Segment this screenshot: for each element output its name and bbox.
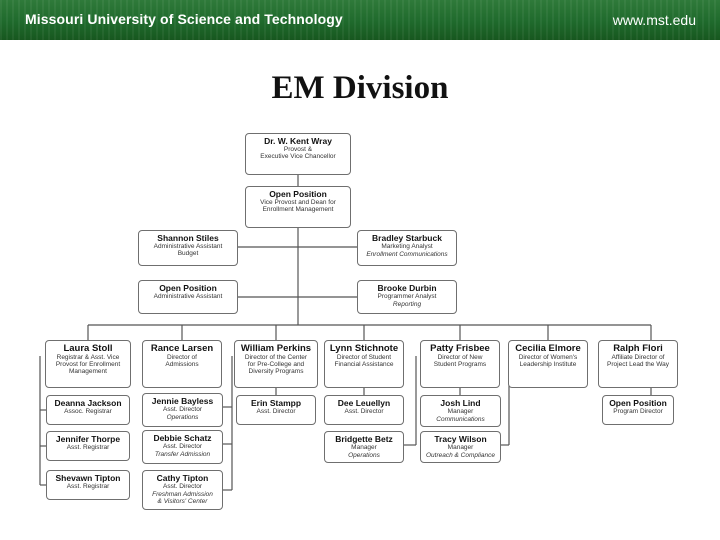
bayless-title: Asst. Director — [162, 405, 202, 413]
larsen-name: Rance Larsen — [150, 343, 214, 354]
org-box-vice-provost: Open Position Vice Provost and Dean for … — [245, 186, 351, 228]
stoll-title: Registrar & Asst. Vice Provost for Enrol… — [55, 353, 121, 375]
org-box-cecilia-elmore: Cecilia Elmore Director of Women's Leade… — [508, 340, 588, 388]
elmore-title: Director of Women's Leadership Institute — [518, 353, 578, 368]
slide-title: EM Division — [271, 70, 449, 106]
wilson-title: Manager — [447, 443, 474, 451]
org-box-erin-stampp: Erin Stampp Asst. Director — [236, 395, 316, 425]
vp-name: Open Position — [269, 189, 327, 199]
schatz-unit: Transfer Admission — [154, 450, 211, 458]
org-box-laura-stoll: Laura Stoll Registrar & Asst. Vice Provo… — [45, 340, 131, 388]
durbin-unit: Reporting — [392, 300, 422, 308]
perkins-title: Director of the Center for Pre-College a… — [244, 353, 308, 375]
bayless-unit: Operations — [166, 413, 199, 421]
org-box-deanna-jackson: Deanna Jackson Assoc. Registrar — [46, 395, 130, 425]
org-box-admin-assistant-open: Open Position Administrative Assistant — [138, 280, 238, 314]
org-box-shevawn-tipton: Shevawn Tipton Asst. Registrar — [46, 470, 130, 500]
org-box-lynn-stichnote: Lynn Stichnote Director of Student Finan… — [324, 340, 404, 388]
org-box-josh-lind: Josh Lind Manager Communications — [420, 395, 501, 427]
stiles-title: Administrative Assistant Budget — [153, 242, 223, 257]
stampp-name: Erin Stampp — [250, 398, 302, 408]
org-box-open-program-director: Open Position Program Director — [602, 395, 674, 425]
leuellyn-name: Dee Leuellyn — [337, 398, 391, 408]
wilson-name: Tracy Wilson — [434, 434, 487, 444]
org-box-jennie-bayless: Jennie Bayless Asst. Director Operations — [142, 393, 223, 427]
thorpe-name: Jennifer Thorpe — [55, 434, 121, 444]
frisbee-name: Patty Frisbee — [430, 343, 490, 354]
org-box-provost: Dr. W. Kent Wray Provost & Executive Vic… — [245, 133, 351, 175]
header-banner: Missouri University of Science and Techn… — [0, 0, 720, 40]
tipton-s-title: Asst. Registrar — [66, 482, 110, 490]
betz-unit: Operations — [348, 451, 380, 459]
tipton-s-name: Shevawn Tipton — [55, 473, 121, 483]
org-box-debbie-schatz: Debbie Schatz Asst. Director Transfer Ad… — [142, 430, 223, 464]
elmore-name: Cecilia Elmore — [515, 343, 581, 354]
org-box-brooke-durbin: Brooke Durbin Programmer Analyst Reporti… — [357, 280, 457, 314]
jackson-name: Deanna Jackson — [54, 398, 122, 408]
org-box-bridgette-betz: Bridgette Betz Manager Operations — [324, 431, 404, 463]
org-box-jennifer-thorpe: Jennifer Thorpe Asst. Registrar — [46, 431, 130, 461]
org-box-bradley-starbuck: Bradley Starbuck Marketing Analyst Enrol… — [357, 230, 457, 266]
schatz-name: Debbie Schatz — [153, 433, 212, 443]
betz-title: Manager — [351, 443, 377, 451]
stoll-name: Laura Stoll — [63, 343, 113, 354]
tipton-c-title: Asst. Director — [162, 482, 202, 490]
jackson-title: Assoc. Registrar — [64, 407, 112, 415]
leuellyn-title: Asst. Director — [344, 407, 384, 415]
schatz-title: Asst. Director — [162, 442, 202, 450]
durbin-title: Programmer Analyst — [377, 292, 437, 300]
vp-title: Vice Provost and Dean for Enrollment Man… — [260, 198, 336, 213]
flori-title: Affiliate Director of Project Lead the W… — [607, 353, 669, 368]
wilson-unit: Outreach & Compliance — [425, 451, 495, 459]
stampp-title: Asst. Director — [256, 407, 296, 415]
stichnote-title: Director of Student Financial Assistance — [334, 353, 394, 368]
org-box-ralph-flori: Ralph Flori Affiliate Director of Projec… — [598, 340, 678, 388]
provost-name: Dr. W. Kent Wray — [264, 136, 332, 146]
provost-title: Provost & Executive Vice Chancellor — [260, 145, 336, 160]
stichnote-name: Lynn Stichnote — [329, 343, 399, 354]
open-admin-title: Administrative Assistant — [153, 292, 223, 300]
lind-title: Manager — [447, 407, 474, 415]
org-box-shannon-stiles: Shannon Stiles Administrative Assistant … — [138, 230, 238, 266]
open-program-title: Program Director — [613, 407, 663, 415]
starbuck-unit: Enrollment Communications — [366, 250, 448, 258]
starbuck-name: Bradley Starbuck — [372, 233, 442, 243]
stiles-name: Shannon Stiles — [157, 233, 219, 243]
tipton-c-name: Cathy Tipton — [156, 473, 209, 483]
lind-unit: Communications — [436, 415, 485, 423]
org-box-dee-leuellyn: Dee Leuellyn Asst. Director — [324, 395, 404, 425]
thorpe-title: Asst. Registrar — [66, 443, 110, 451]
org-box-william-perkins: William Perkins Director of the Center f… — [234, 340, 318, 388]
org-box-patty-frisbee: Patty Frisbee Director of New Student Pr… — [420, 340, 500, 388]
header-url: www.mst.edu — [612, 12, 696, 28]
larsen-title: Director of Admissions — [165, 353, 199, 368]
open-admin-name: Open Position — [159, 283, 217, 293]
bayless-name: Jennie Bayless — [151, 396, 214, 406]
open-program-name: Open Position — [609, 398, 667, 408]
starbuck-title: Marketing Analyst — [381, 242, 433, 250]
org-box-rance-larsen: Rance Larsen Director of Admissions — [142, 340, 222, 388]
institution-name: Missouri University of Science and Techn… — [25, 11, 343, 27]
tipton-c-unit: Freshman Admission & Visitors' Center — [152, 490, 213, 505]
durbin-name: Brooke Durbin — [377, 283, 437, 293]
frisbee-title: Director of New Student Programs — [433, 353, 487, 368]
org-box-cathy-tipton: Cathy Tipton Asst. Director Freshman Adm… — [142, 470, 223, 510]
betz-name: Bridgette Betz — [335, 434, 393, 444]
org-box-tracy-wilson: Tracy Wilson Manager Outreach & Complian… — [420, 431, 501, 463]
lind-name: Josh Lind — [440, 398, 481, 408]
flori-name: Ralph Flori — [613, 343, 663, 354]
perkins-name: William Perkins — [240, 343, 312, 354]
